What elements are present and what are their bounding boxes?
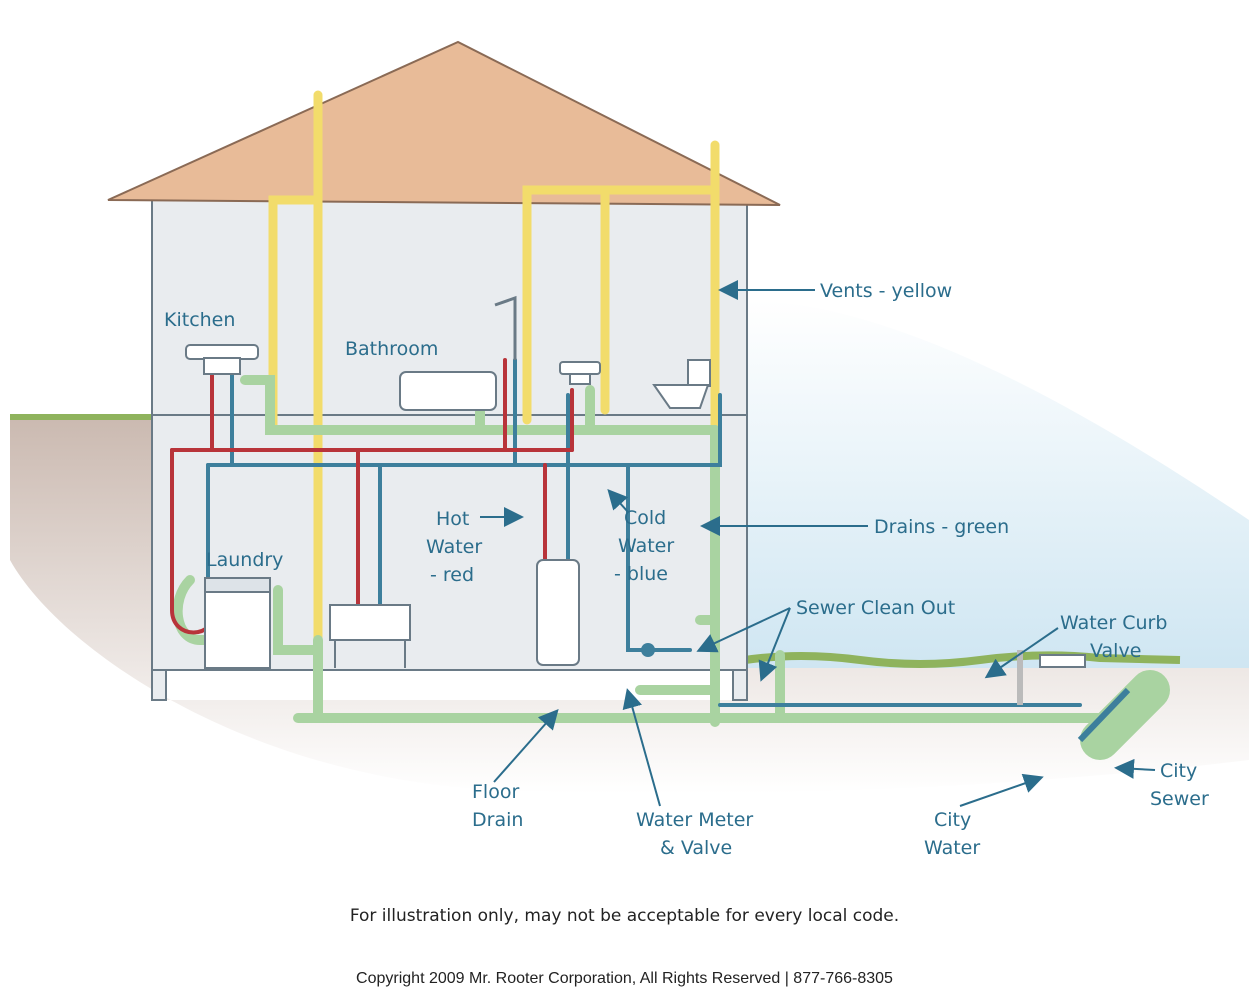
label-cold-water-2: Water bbox=[618, 535, 674, 557]
copyright-notice: Copyright 2009 Mr. Rooter Corporation, A… bbox=[356, 970, 893, 987]
water-heater bbox=[536, 559, 580, 666]
label-vents: Vents - yellow bbox=[820, 280, 952, 302]
label-cold-water-3: - blue bbox=[614, 563, 668, 585]
label-floor-drain-1: Floor bbox=[472, 781, 519, 803]
vent-pipes bbox=[268, 90, 720, 645]
label-sewer-clean-out: Sewer Clean Out bbox=[796, 597, 955, 619]
toilet bbox=[652, 359, 711, 409]
foundation-footing bbox=[732, 669, 748, 701]
city-sewer-pipe bbox=[1080, 670, 1170, 760]
label-drains: Drains - green bbox=[874, 516, 1009, 538]
bathtub bbox=[399, 371, 497, 411]
cold-water-pipes bbox=[206, 358, 1082, 707]
label-city-water-1: City bbox=[934, 809, 971, 831]
illustration-disclaimer: For illustration only, may not be accept… bbox=[349, 906, 900, 926]
laundry-tub bbox=[329, 604, 411, 668]
water-curb-valve bbox=[1017, 650, 1086, 705]
hot-water-pipes bbox=[170, 358, 574, 635]
water-meter-icon bbox=[641, 643, 655, 657]
city-water-pipe bbox=[1077, 687, 1131, 743]
label-water-curb-valve-1: Water Curb bbox=[1060, 612, 1167, 634]
label-cold-water-1: Cold bbox=[624, 507, 666, 529]
label-hot-water-1: Hot bbox=[436, 508, 469, 530]
leader-arrows bbox=[480, 280, 1156, 807]
label-floor-drain-2: Drain bbox=[472, 809, 523, 831]
label-water-curb-valve-2: Valve bbox=[1090, 640, 1141, 662]
sky-background bbox=[740, 300, 1249, 668]
label-kitchen: Kitchen bbox=[164, 309, 235, 331]
kitchen-sink bbox=[185, 344, 259, 375]
label-bathroom: Bathroom bbox=[345, 338, 438, 360]
shower-head bbox=[494, 295, 517, 360]
label-water-meter-1: Water Meter bbox=[636, 809, 753, 831]
label-hot-water-2: Water bbox=[426, 536, 482, 558]
label-city-sewer-2: Sewer bbox=[1150, 788, 1209, 810]
label-water-meter-2: & Valve bbox=[660, 837, 732, 859]
roof bbox=[107, 40, 781, 206]
bathroom-sink bbox=[559, 361, 601, 385]
washing-machine bbox=[204, 577, 271, 669]
label-city-sewer-1: City bbox=[1160, 760, 1197, 782]
foundation-footing bbox=[151, 669, 167, 701]
drain-pipes bbox=[172, 375, 1125, 727]
label-laundry: Laundry bbox=[206, 549, 283, 571]
label-hot-water-3: - red bbox=[430, 564, 474, 586]
label-city-water-2: Water bbox=[924, 837, 980, 859]
